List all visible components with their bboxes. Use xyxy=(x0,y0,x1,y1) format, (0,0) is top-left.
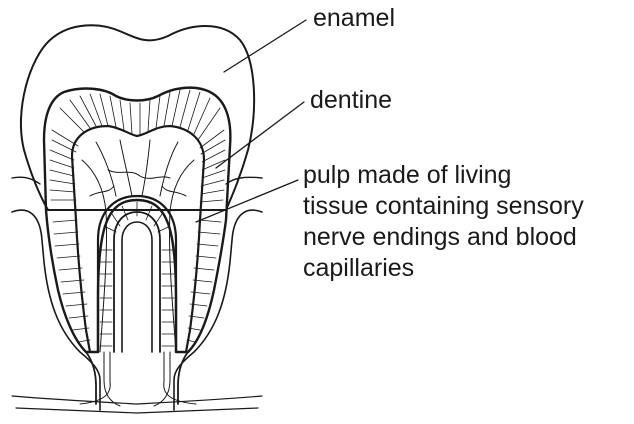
enamel-outline xyxy=(21,25,254,210)
label-dentine: dentine xyxy=(310,85,392,116)
root-canal-inner xyxy=(114,212,160,352)
root-outer-left xyxy=(86,352,96,404)
label-pulp: pulp made of living tissue containing se… xyxy=(303,160,584,284)
gum-line-left xyxy=(12,210,100,410)
label-pulp-line-4: capillaries xyxy=(303,253,584,284)
label-pulp-line-2: tissue containing sensory xyxy=(303,191,584,222)
label-pulp-line-3: nerve endings and blood xyxy=(303,222,584,253)
jaw-base-line xyxy=(12,396,262,404)
gum-line-right xyxy=(174,210,262,410)
jaw-base-line-2 xyxy=(16,408,258,413)
label-pulp-line-1: pulp made of living xyxy=(303,160,584,191)
label-enamel: enamel xyxy=(313,3,395,34)
root-outer-right xyxy=(178,352,188,404)
root-canal-core xyxy=(122,222,152,352)
gum-line-right-upper xyxy=(226,177,262,184)
pulp-outline xyxy=(72,126,204,352)
leader-line-enamel xyxy=(224,20,306,72)
